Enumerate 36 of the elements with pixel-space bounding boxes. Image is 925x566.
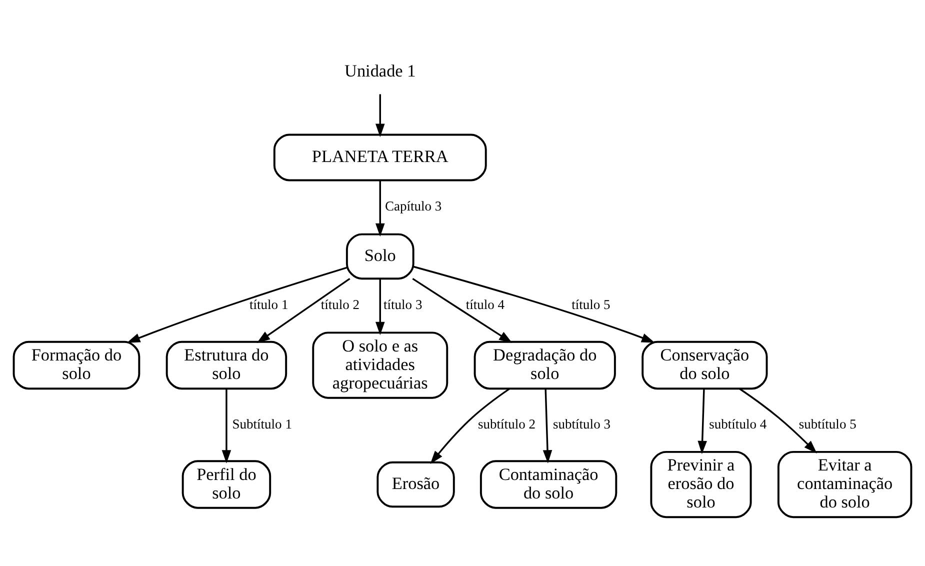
- edge-label: título 5: [572, 296, 610, 312]
- arrow: [430, 388, 510, 464]
- node-box: O solo e as atividades agropecuárias: [312, 331, 448, 398]
- edge-label: título 3: [384, 296, 422, 312]
- node-box: Contaminação do solo: [480, 460, 618, 508]
- node-box: Degradação do solo: [474, 340, 616, 390]
- arrow: [738, 387, 817, 453]
- node-box: Erosão: [376, 460, 455, 508]
- node-box: Previnir a erosão do solo: [650, 450, 752, 518]
- arrow: [256, 277, 350, 343]
- edge-label: subtítulo 5: [798, 416, 856, 431]
- arrow: [542, 388, 552, 463]
- arrow: [698, 388, 707, 454]
- node-box: Formação do solo: [12, 340, 140, 390]
- arrow: [375, 180, 385, 236]
- node-box: Evitar a contaminação do solo: [777, 450, 912, 518]
- arrow: [413, 265, 655, 342]
- arrow: [412, 277, 512, 342]
- edge-label: Subtítulo 1: [232, 416, 292, 431]
- edge-label: subtítulo 2: [478, 416, 536, 431]
- node-box: Conservação do solo: [642, 340, 768, 390]
- edge-label: título 1: [250, 296, 288, 312]
- edge-label: Capítulo 3: [384, 198, 442, 214]
- edge-label: subtítulo 4: [709, 416, 767, 431]
- arrow: [126, 266, 347, 342]
- node-box: Estrutura do solo: [166, 340, 288, 390]
- arrow: [375, 278, 385, 335]
- edge-label: título 4: [466, 296, 505, 312]
- node-box: Perfil do solo: [182, 460, 272, 508]
- edge-label: título 2: [320, 296, 360, 312]
- node-box: Solo: [346, 232, 414, 280]
- edge-label: subtítulo 3: [553, 416, 610, 431]
- node-text: Unidade 1: [344, 61, 416, 80]
- arrow: [375, 94, 385, 137]
- arrow: [222, 388, 232, 463]
- node-box: PLANETA TERRA: [273, 133, 487, 181]
